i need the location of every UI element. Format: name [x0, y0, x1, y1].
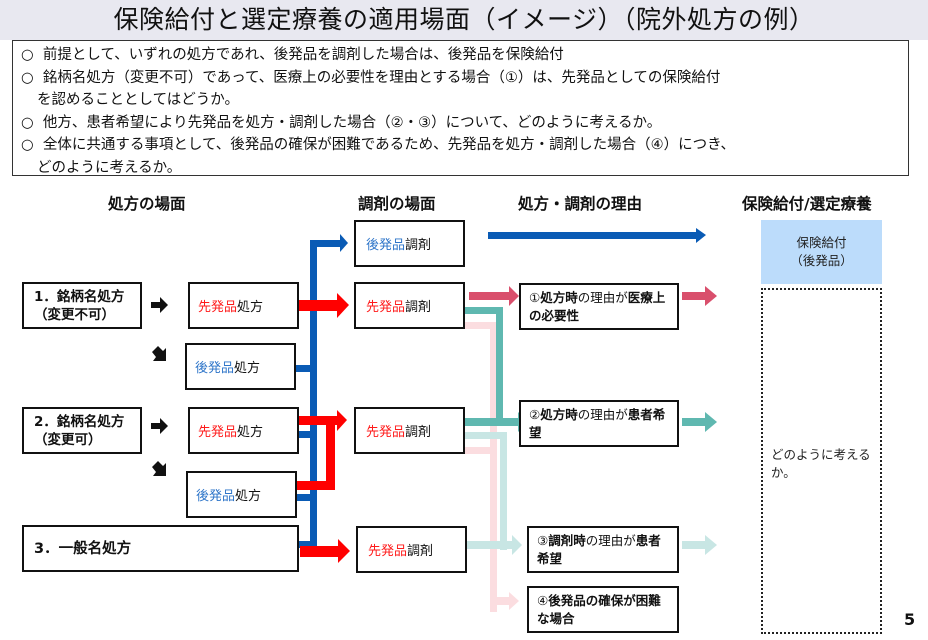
bullet-icon: ○: [21, 69, 34, 86]
brand-label: 先発品: [368, 544, 408, 559]
reason-timing: 処方時: [540, 406, 578, 422]
arrow-head: [338, 539, 350, 563]
reason-box-4: ④後発品の確保が困難な場合: [527, 586, 679, 633]
brand-prescription-box-1: 先発品処方: [188, 282, 299, 329]
prescription-type-label: 2．銘柄名処方: [34, 413, 125, 430]
flow-brand: [297, 293, 350, 563]
brand-label: 先発品: [366, 425, 406, 440]
reason-number: ④: [537, 592, 549, 608]
note-text: 全体に共通する事項として、後発品の確保が困難であるため、先発品を処方・調剤した場…: [42, 137, 736, 153]
arrow-head: [509, 592, 519, 610]
arrow-head: [509, 286, 519, 306]
column-header-benefit: 保険給付/選定療養: [742, 195, 872, 213]
brand-label: 先発品: [198, 425, 238, 440]
black-arrows: [151, 297, 168, 476]
arrow-head: [696, 228, 706, 243]
brand-dispensing-box-1: 先発品調剤: [354, 282, 465, 329]
prescription-type-3: 3．一般名処方: [22, 525, 299, 572]
column-header-dispensing: 調剤の場面: [358, 195, 436, 213]
arrow-right-icon: [151, 418, 168, 434]
reason-box-1: ①処方時の理由が医療上の必要性: [519, 283, 679, 330]
reason-number: ③: [537, 532, 549, 548]
prescribe-label: 処方: [234, 361, 261, 376]
brand-prescription-box-2: 先発品処方: [188, 407, 299, 454]
insurance-benefit-box: 保険給付 （後発品）: [761, 220, 882, 284]
arrow-down-right-icon: [152, 461, 166, 476]
brand-dispensing-box-3: 先発品調剤: [356, 526, 467, 573]
arrow-head: [337, 293, 349, 318]
arrow-head: [512, 535, 522, 555]
brand-label: 先発品: [198, 300, 238, 315]
title-band: [0, 0, 928, 40]
prescription-type-2: 2．銘柄名処方（変更可）: [22, 407, 142, 454]
bullet-icon: ○: [21, 137, 34, 153]
arrow-head: [337, 410, 347, 431]
note-item: ○ 前提として、いずれの処方であれ、後発品を調剤した場合は、後発品を保険給付: [21, 44, 902, 67]
reason-box-3: ③調剤時の理由が患者希望: [527, 526, 679, 573]
note-continuation: を認めることとしてはどうか。: [37, 92, 239, 108]
generic-label: 後発品: [196, 489, 236, 504]
prescribe-label: 処方: [237, 300, 264, 315]
generic-prescription-box-1: 後発品処方: [185, 343, 296, 390]
flow-reason1: [469, 286, 717, 306]
benefit-sublabel: （後発品）: [790, 253, 853, 268]
reason-number: ②: [529, 406, 541, 422]
note-text: 他方、患者希望により先発品を処方・調剤した場合（②・③）について、どのように考え…: [42, 114, 662, 131]
generic-dispensing-box: 後発品調剤: [354, 220, 465, 267]
question-box: どのように考えるか。: [761, 288, 882, 634]
reason-cause: 患者希望: [529, 406, 666, 440]
prescription-type-label: 1．銘柄名処方: [34, 288, 125, 305]
note-continuation: どのように考えるか。: [37, 159, 182, 176]
notes-box: ○ 前提として、いずれの処方であれ、後発品を調剤した場合は、後発品を保険給付 ○…: [12, 40, 909, 176]
page-title: 保険給付と選定療養の適用場面（イメージ）（院外処方の例）: [113, 5, 815, 34]
arrow-head: [705, 535, 717, 555]
generic-label: 後発品: [366, 238, 406, 253]
reason-timing: 調剤時: [548, 532, 586, 548]
arrow-head: [340, 234, 348, 252]
brand-label: 先発品: [366, 300, 406, 315]
reason-timing: 処方時: [540, 289, 578, 305]
reason-cause: 医療上の必要性: [529, 289, 666, 323]
reason-number: ①: [529, 289, 541, 305]
prescribe-label: 処方: [237, 425, 264, 440]
generic-label: 後発品: [195, 361, 235, 376]
arrow-down-right-icon: [152, 346, 166, 361]
reason-connector: の理由が: [577, 289, 628, 305]
prescription-type-1: 1．銘柄名処方（変更不可）: [22, 282, 142, 329]
dispense-label: 調剤: [405, 300, 432, 315]
note-text: 前提として、いずれの処方であれ、後発品を調剤した場合は、後発品を保険給付: [42, 47, 564, 63]
dispense-label: 調剤: [405, 425, 432, 440]
note-item: ○ 他方、患者希望により先発品を処方・調剤した場合（②・③）について、どのように…: [21, 112, 902, 135]
flow-generic: [295, 228, 706, 548]
column-header-reason: 処方・調剤の理由: [518, 195, 643, 213]
note-text: 銘柄名処方（変更不可）であって、医療上の必要性を理由とする場合（①）は、先発品と…: [42, 69, 721, 86]
benefit-label: 保険給付: [796, 235, 847, 250]
reason-cause: 患者希望: [537, 532, 661, 566]
prescription-type-sublabel: （変更可）: [34, 431, 102, 448]
arrow-head: [705, 412, 717, 432]
bullet-icon: ○: [21, 47, 34, 63]
note-item: ○ 全体に共通する事項として、後発品の確保が困難であるため、先発品を処方・調剤し…: [21, 134, 902, 157]
note-item: ○ 銘柄名処方（変更不可）であって、医療上の必要性を理由とする場合（①）は、先発…: [21, 67, 902, 90]
reason-cause: 後発品の確保が困難な場合: [537, 592, 661, 626]
flow-reason3: [465, 432, 717, 555]
prescribe-label: 処方: [235, 489, 262, 504]
page-number: 5: [904, 610, 916, 629]
arrow-right-icon: [151, 297, 168, 313]
dispense-label: 調剤: [405, 238, 432, 253]
reason-box-2: ②処方時の理由が患者希望: [519, 400, 679, 447]
generic-prescription-box-2: 後発品処方: [186, 471, 297, 518]
prescription-type-label: 3．一般名処方: [34, 540, 132, 557]
reason-connector: の理由が: [585, 532, 636, 548]
column-header-prescription: 処方の場面: [108, 195, 186, 213]
reason-connector: の理由が: [577, 406, 628, 422]
bullet-icon: ○: [21, 114, 34, 131]
arrow-head: [705, 286, 717, 306]
dispense-label: 調剤: [407, 544, 434, 559]
prescription-type-sublabel: （変更不可）: [34, 306, 115, 323]
question-text: どのように考えるか。: [771, 447, 871, 480]
brand-dispensing-box-2: 先発品調剤: [354, 407, 465, 454]
